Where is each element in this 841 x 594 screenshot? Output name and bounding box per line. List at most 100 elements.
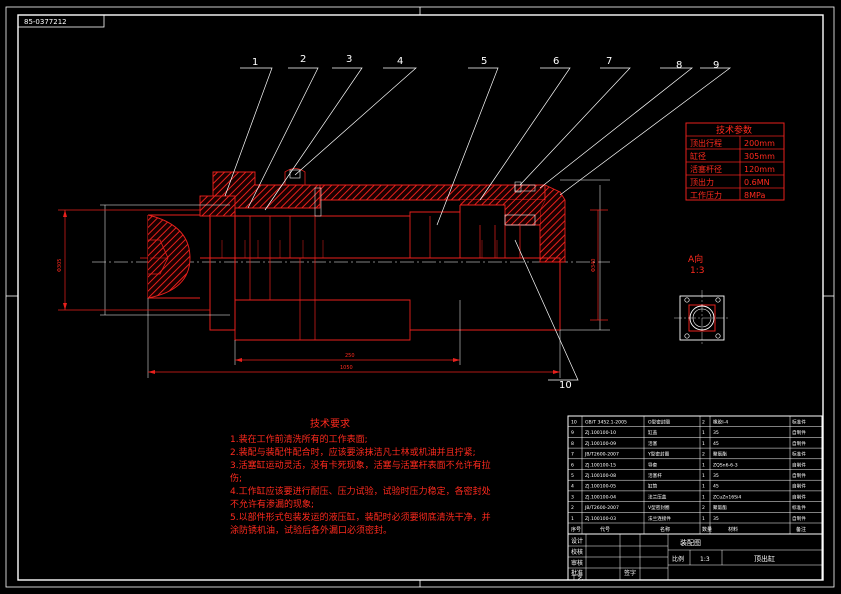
bom-cell-no: 2 (571, 505, 574, 511)
bom-cell-note: 自制件 (792, 429, 806, 436)
tech-param-value-2: 120mm (744, 165, 775, 174)
balloon-10: 10 (559, 380, 572, 391)
requirement-line-3: 伤; (230, 472, 242, 484)
bom-cell-no: 4 (571, 484, 574, 490)
a-view-scale: 1:3 (690, 266, 704, 276)
tb-label-craft: 工艺 (571, 574, 583, 582)
requirement-line-2: 3.活塞缸运动灵活，没有卡死现象，活塞与活塞杆表面不允许有拉 (230, 459, 491, 471)
bom-cell-code: ZJ.100100-15 (585, 462, 616, 468)
a-view: A向 1:3 (674, 253, 730, 346)
technical-requirements: 技术要求 1.装在工作前清洗所有的工作表面; 2.装配与装配件配合时，应该要涂抹… (230, 417, 491, 536)
bom-cell-name: 缸盖 (648, 429, 658, 436)
bom-cell-no: 3 (571, 494, 574, 500)
bom-cell-no: 6 (571, 462, 574, 468)
requirement-line-4: 4.工作缸应该要进行耐压、压力试验，试验时压力稳定，各密封处 (230, 485, 491, 497)
bom-cell-name: 活塞 (648, 440, 658, 447)
cylinder-assembly-view: Φ305 Φ340 250 1050 (57, 54, 732, 391)
dim-bore: Φ305 (57, 259, 63, 272)
bom-cell-name: 导套 (648, 461, 658, 468)
bom-cell-qty: 1 (702, 484, 705, 490)
bom-cell-material: 橡胶I-4 (713, 419, 728, 426)
bom-cell-qty: 2 (702, 452, 705, 458)
tb-product: 顶出缸 (754, 554, 775, 563)
bom-cell-qty: 1 (702, 494, 705, 500)
bom-cell-material: 聚氨酯 (713, 504, 727, 511)
tech-param-value-4: 8MPa (744, 191, 765, 200)
bom-cell-material: 45 (713, 441, 719, 447)
bom-cell-code: GB/T 3452.1-2005 (585, 420, 627, 426)
bom-header-cell: 数量 (702, 526, 712, 533)
bom-cell-qty: 2 (702, 505, 705, 511)
tech-param-value-0: 200mm (744, 139, 775, 148)
tb-scale-value: 1:3 (700, 556, 710, 563)
balloon-3: 3 (346, 54, 352, 65)
dim-overall: 1050 (340, 365, 353, 371)
centering-marks (6, 7, 834, 587)
bom-cell-qty: 1 (702, 473, 705, 479)
bom-cell-qty: 1 (702, 430, 705, 436)
bom-cell-note: 自制件 (792, 472, 806, 479)
bom-cell-note: 自制件 (792, 515, 806, 522)
bom-cell-no: 1 (571, 516, 574, 522)
bom-cell-code: JB/T2600-2007 (584, 452, 619, 458)
tb-scale-label: 比例 (672, 555, 684, 563)
balloon-1: 1 (252, 57, 258, 68)
balloon-8: 8 (676, 60, 682, 71)
requirements-title: 技术要求 (310, 417, 350, 430)
tech-params-title: 技术参数 (716, 124, 752, 136)
tech-param-label-2: 活塞杆径 (690, 164, 722, 174)
tech-params-table: 技术参数 顶出行程 200mm 缸径 305mm 活塞杆径 120mm 顶出力 … (685, 122, 785, 201)
bom-cell-material: 聚氨酯 (713, 451, 727, 458)
inner-border (17, 14, 824, 581)
bom-cell-material: 35 (713, 430, 719, 436)
bom-cell-no: 5 (571, 473, 574, 479)
bom-cell-material: 45 (713, 484, 719, 490)
tb-label-check: 校核 (571, 548, 583, 556)
bom-cell-code: JB/T2600-2007 (584, 505, 619, 511)
bom-cell-name: O型密封圈 (648, 419, 670, 426)
bom-header-cell: 代号 (600, 526, 610, 533)
tech-param-label-1: 缸径 (690, 151, 706, 161)
tech-param-label-4: 工作压力 (690, 190, 722, 200)
tb-label-design: 设计 (571, 537, 583, 545)
title-tag: 85-0377212 (17, 14, 105, 28)
bom-cell-qty: 1 (702, 441, 705, 447)
bom-cell-no: 9 (571, 430, 574, 436)
bom-cell-note: 自制件 (792, 461, 806, 468)
bom-cell-material: ZQSn6-6-3 (713, 462, 738, 468)
bom-cell-note: 自制件 (792, 440, 806, 447)
bom-cell-note: 自制件 (792, 483, 806, 490)
requirement-line-0: 1.装在工作前清洗所有的工作表面; (230, 433, 368, 445)
bom-cell-name: Y型密封圈 (647, 451, 670, 458)
tech-param-value-1: 305mm (744, 152, 775, 161)
bom-cell-note: 标准件 (792, 419, 806, 426)
bom-cell-name: 活塞杆 (648, 472, 662, 479)
bom-cell-no: 10 (571, 420, 577, 426)
bom-cell-material: 35 (713, 473, 719, 479)
tech-param-label-0: 顶出行程 (690, 138, 722, 148)
bom-cell-code: ZJ.100100-05 (585, 484, 616, 490)
tb-label-review: 审核 (571, 559, 583, 567)
bom-header-cell: 备注 (796, 526, 806, 533)
bom-cell-code: ZJ.100100-10 (585, 430, 616, 436)
balloon-2: 2 (300, 54, 306, 65)
balloon-7: 7 (606, 56, 612, 67)
bom-cell-code: ZJ.100100-03 (585, 516, 616, 522)
bom-cell-no: 7 (571, 452, 574, 458)
dim-stroke: 250 (345, 353, 355, 359)
requirement-line-6: 5.以部件形式包装发运的液压缸，装配时必须要彻底清洗干净，并 (230, 511, 491, 523)
balloon-6: 6 (553, 56, 559, 67)
bom-cell-name: 缸筒 (648, 483, 658, 490)
bom-cell-note: 标准件 (792, 504, 806, 511)
requirement-line-7: 涂防锈机油，试验后各外漏口必须密封。 (230, 524, 392, 536)
title-block: 设计 校核 审核 批准 工艺 签字 装配图 比例 1:3 顶出缸 (567, 533, 823, 582)
bom-header-cell: 名称 (660, 526, 670, 533)
requirement-line-5: 不允许有渗漏的现象; (230, 498, 314, 510)
bom-cell-note: 标准件 (792, 451, 806, 458)
balloon-4: 4 (397, 56, 403, 67)
title-tag-text: 85-0377212 (24, 18, 67, 26)
bom-cell-material: 35 (713, 516, 719, 522)
requirement-line-1: 2.装配与装配件配合时，应该要涂抹洁凡士林或机油并且拧紧; (230, 446, 476, 458)
bom-cell-no: 8 (571, 441, 574, 447)
